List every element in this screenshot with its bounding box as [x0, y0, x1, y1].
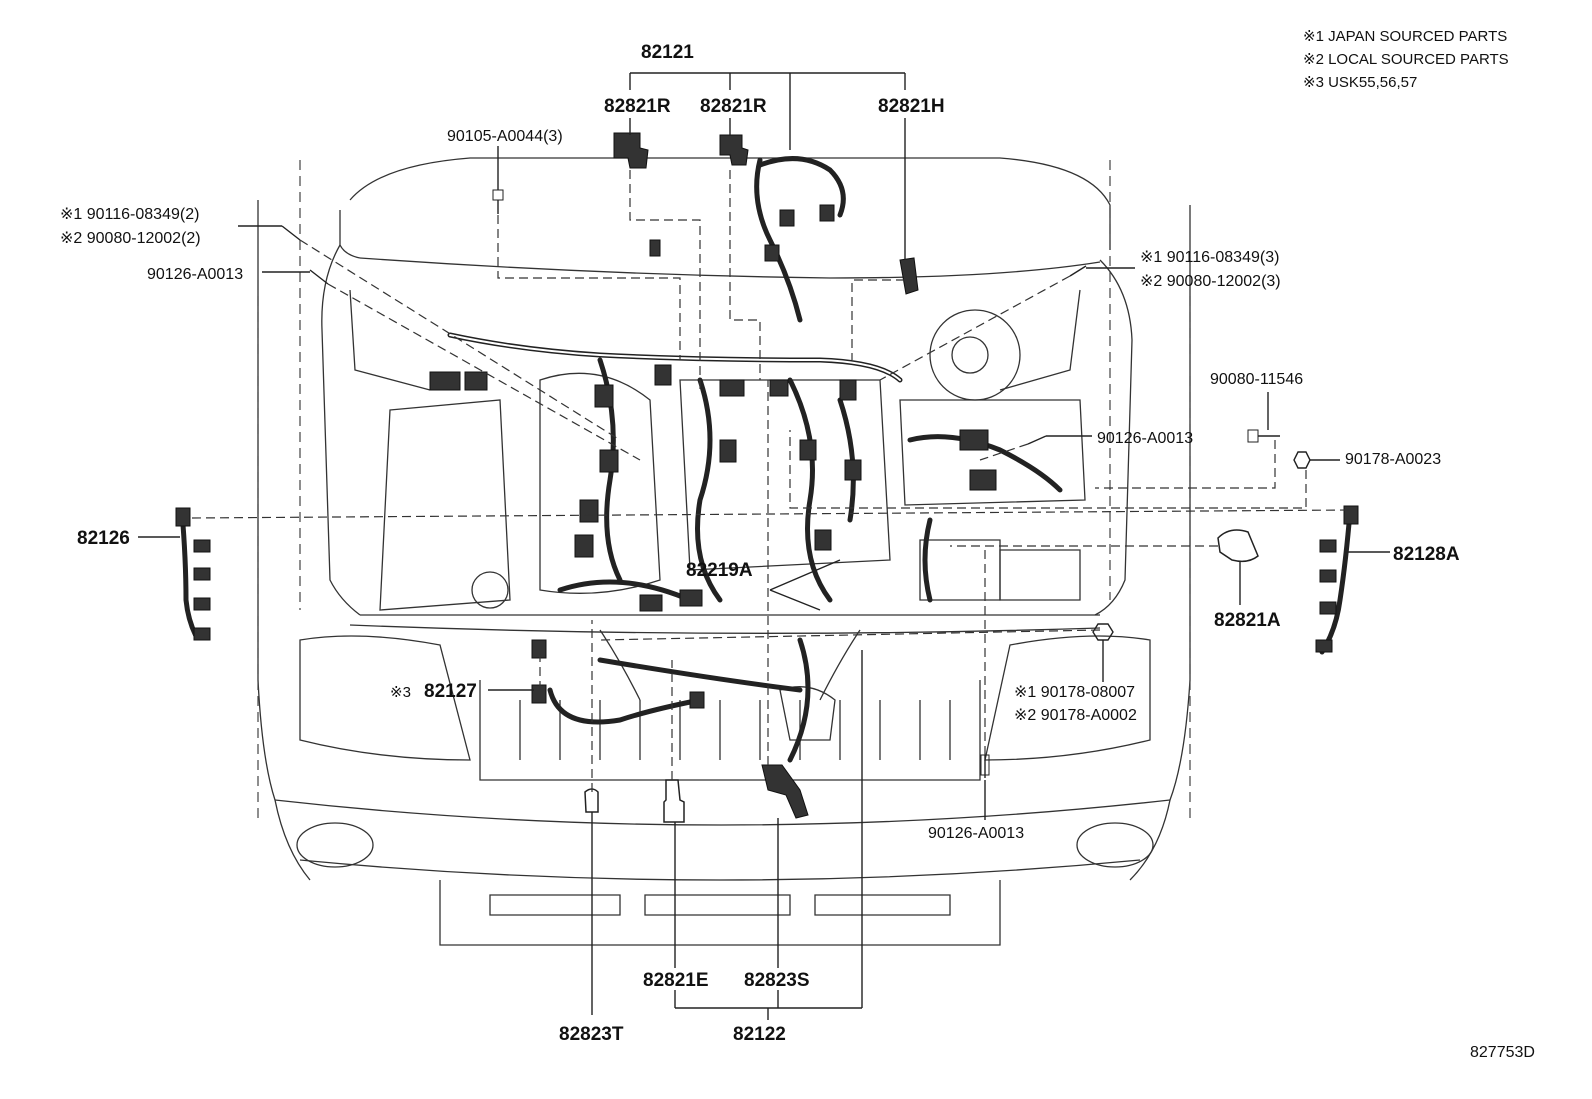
- bolt-90080-11546: [1247, 429, 1280, 443]
- part-labels: 82121 82821R 82821R 82821H 90105-A0044(3…: [60, 42, 1460, 1045]
- legend-note-usk: ※3 USK55,56,57: [1303, 74, 1417, 91]
- stud-bolt-90126-left: [309, 269, 329, 285]
- label-82219A: 82219A: [686, 560, 753, 581]
- bracket-82823S: [761, 764, 809, 819]
- label-82821A: 82821A: [1214, 610, 1281, 631]
- clamp-82821A: [1217, 529, 1259, 563]
- label-90126-top-left: 90126-A0013: [147, 266, 243, 283]
- stud-bolt-90116-left: [281, 225, 301, 241]
- cap-82823T: [584, 788, 599, 813]
- label-82821H: 82821H: [878, 96, 945, 117]
- legend: ※1 JAPAN SOURCED PARTS ※2 LOCAL SOURCED …: [1303, 28, 1509, 91]
- label-90178-08007: ※1 90178-08007: [1014, 684, 1135, 701]
- engine-harness-82121: [447, 156, 1063, 763]
- label-82122: 82122: [733, 1024, 786, 1045]
- stud-bolt-90126-bottom: [980, 754, 990, 778]
- callout-lines: [138, 72, 1390, 1020]
- label-90080-11546: 90080-11546: [1210, 371, 1303, 388]
- label-90116-right: ※1 90116-08349(3): [1140, 249, 1279, 266]
- label-90080-right: ※2 90080-12002(3): [1140, 273, 1281, 290]
- harness-82128A: [1315, 505, 1359, 655]
- label-90178-A0002: ※2 90178-A0002: [1014, 707, 1137, 724]
- harness-82126: [175, 507, 211, 641]
- label-82823S: 82823S: [744, 970, 810, 991]
- nut-90178-A0023: [1293, 451, 1311, 469]
- label-82821R-right: 82821R: [700, 96, 767, 117]
- diagram-code: 827753D: [1470, 1044, 1535, 1061]
- label-90105-A0044: 90105-A0044(3): [447, 128, 563, 145]
- stud-bolt-90116-right: [1069, 265, 1087, 277]
- clamp-82821R-left: [613, 132, 649, 169]
- label-82121: 82121: [641, 42, 694, 63]
- legend-note-local: ※2 LOCAL SOURCED PARTS: [1303, 51, 1509, 68]
- label-90126-bottom: 90126-A0013: [928, 825, 1024, 842]
- nut-90178-08007: [1092, 623, 1114, 641]
- vehicle-body-outline: [257, 157, 1191, 946]
- bolt-90105-A0044: [492, 189, 504, 214]
- clamp-82821E: [663, 779, 685, 823]
- label-82127: 82127: [424, 681, 477, 702]
- label-90178-A0023: 90178-A0023: [1345, 451, 1441, 468]
- reference-leader-lines: [191, 170, 1351, 792]
- label-82821R-left: 82821R: [604, 96, 671, 117]
- label-90116-left: ※1 90116-08349(2): [60, 206, 199, 223]
- harness-connectors: [429, 204, 997, 709]
- legend-note-japan: ※1 JAPAN SOURCED PARTS: [1303, 28, 1507, 45]
- stud-bolt-90126-right: [1027, 435, 1047, 445]
- label-82128A: 82128A: [1393, 544, 1460, 565]
- label-82127-note: ※3: [390, 684, 411, 701]
- clamp-82821R-right: [719, 134, 749, 166]
- label-90080-left: ※2 90080-12002(2): [60, 230, 201, 247]
- label-82823T: 82823T: [559, 1024, 624, 1045]
- clamp-82821H: [899, 257, 919, 295]
- label-82126: 82126: [77, 528, 130, 549]
- label-82821E: 82821E: [643, 970, 709, 991]
- label-90126-right: 90126-A0013: [1097, 430, 1193, 447]
